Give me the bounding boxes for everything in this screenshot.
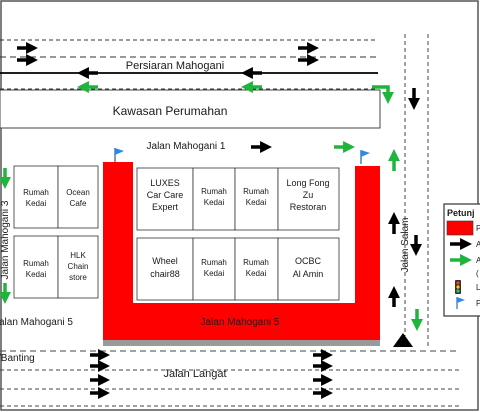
road-label-jalan-salam: Jalan Salam <box>400 217 411 272</box>
shop-label: Cafe <box>70 199 87 208</box>
shop-rumah-kedai-6 <box>234 237 279 301</box>
flag-icon <box>456 297 465 309</box>
legend-item-label: P <box>476 299 480 308</box>
shop-label: Kedai <box>204 198 225 207</box>
legend-item-label: L <box>476 283 480 292</box>
jalan-salam-road <box>404 34 429 348</box>
shop-label: Car Care <box>147 190 184 200</box>
shop-label: Rumah <box>201 258 227 267</box>
traffic-light-icon <box>455 280 461 294</box>
shop-long-fong-zu <box>277 167 340 231</box>
shop-hlk-chain-store <box>57 235 99 299</box>
shop-label: Long Fong <box>286 178 329 188</box>
shop-rumah-kedai-4 <box>234 167 279 231</box>
shop-label: Chain <box>68 262 89 271</box>
persiaran-mahogani-road <box>0 39 378 90</box>
shop-label: Kedai <box>246 198 267 207</box>
shop-ocean-cafe <box>57 165 99 229</box>
shop-rumah-kedai-5 <box>192 237 236 301</box>
legend-title: Petunj <box>447 208 475 218</box>
shop-label: Rumah <box>201 187 227 196</box>
road-label-banting: /Banting <box>0 353 35 364</box>
parking-area <box>103 162 380 340</box>
legend-item-label: A <box>476 240 480 249</box>
road-label-jalan-mahogani-5-left: Jalan Mahogani 5 <box>0 317 73 328</box>
shop-label: Rumah <box>23 188 49 197</box>
shop-label: Expert <box>152 202 179 212</box>
traffic-arrows <box>0 42 423 399</box>
road-label-jalan-mahogani-5-red: Jalan Mahogani 5 <box>201 317 280 328</box>
shop-label: Kedai <box>26 270 47 279</box>
entrance-marker-icon <box>393 333 413 347</box>
shop-label: OCBC <box>295 256 322 266</box>
flag-icon <box>360 150 370 164</box>
flag-icon <box>114 148 124 162</box>
shop-label: Zu <box>303 190 314 200</box>
shop-label: store <box>69 273 87 282</box>
shop-label: chair88 <box>150 269 180 279</box>
shop-label: Rumah <box>243 187 269 196</box>
legend-item-label: ( <box>476 269 479 278</box>
road-label-jalan-langat: Jalan Langat <box>164 368 227 380</box>
shop-label: Kedai <box>26 199 47 208</box>
shop-label: Kedai <box>204 269 225 278</box>
shop-luxes-car-care <box>136 167 194 231</box>
parking-shadow <box>103 340 380 346</box>
arrow-turn-green-icon <box>372 85 394 104</box>
shop-label: Restoran <box>290 202 327 212</box>
area-label-kawasan-perumahan: Kawasan Perumahan <box>113 104 228 118</box>
shop-rumah-kedai-2 <box>13 235 59 299</box>
shop-label: Rumah <box>243 258 269 267</box>
road-label-jalan-mahogani-1: Jalan Mahogani 1 <box>147 141 226 152</box>
shop-label: Ocean <box>66 188 90 197</box>
shop-label: Rumah <box>23 259 49 268</box>
legend-item-label: A <box>476 256 480 265</box>
shop-rumah-kedai-1 <box>13 165 59 229</box>
jalan-langat-road <box>0 350 460 407</box>
shop-label: LUXES <box>150 178 180 188</box>
shop-label: Kedai <box>246 269 267 278</box>
legend-item-label: P <box>476 224 480 233</box>
road-label-persiaran-mahogani: Persiaran Mahogani <box>126 60 224 72</box>
shop-label: Al Amin <box>293 269 324 279</box>
road-label-jalan-mahogani-3: Jalan Mahogani 3 <box>0 200 11 279</box>
kawasan-perumahan-block <box>0 89 381 129</box>
shop-label: HLK <box>70 251 86 260</box>
legend-swatch-parking <box>446 220 474 236</box>
shop-ocbc-al-amin <box>277 237 340 301</box>
shop-label: Wheel <box>152 256 178 266</box>
legend: Petunj P A A ( L P <box>443 203 480 317</box>
